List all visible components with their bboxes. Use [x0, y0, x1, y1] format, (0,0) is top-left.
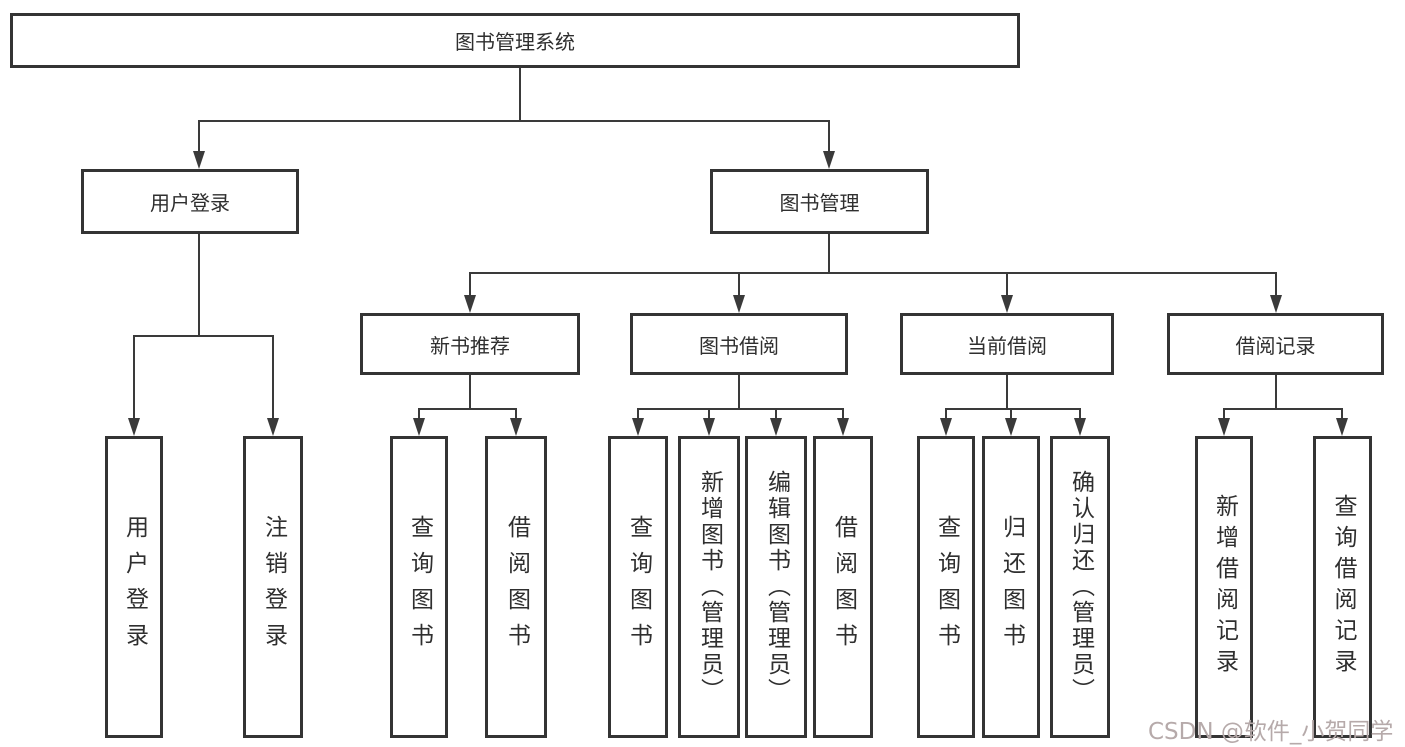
arrowhead-down-icon — [193, 151, 205, 169]
connector-line — [1006, 272, 1008, 297]
connector-line — [418, 408, 517, 410]
connector-line — [842, 408, 844, 420]
arrowhead-down-icon — [510, 418, 522, 436]
arrowhead-down-icon — [1218, 418, 1230, 436]
connector-line — [945, 408, 1080, 410]
arrowhead-down-icon — [464, 295, 476, 313]
arrowhead-down-icon — [823, 151, 835, 169]
connector-line — [1275, 375, 1277, 409]
node-leaf-borrow-books-a: 借阅图书 — [485, 436, 547, 738]
node-book-borrow: 图书借阅 — [630, 313, 848, 375]
arrowhead-down-icon — [1336, 418, 1348, 436]
connector-line — [469, 375, 471, 409]
node-borrow-records: 借阅记录 — [1167, 313, 1384, 375]
connector-line — [1079, 408, 1081, 420]
node-new-book-recommend-label: 新书推荐 — [430, 333, 510, 358]
connector-line — [637, 408, 843, 410]
node-leaf-return-book: 归还图书 — [982, 436, 1040, 738]
arrowhead-down-icon — [837, 418, 849, 436]
node-root-label: 图书管理系统 — [455, 30, 575, 54]
connector-line — [515, 408, 517, 420]
connector-line — [828, 120, 830, 153]
arrowhead-down-icon — [1001, 295, 1013, 313]
arrowhead-down-icon — [1074, 418, 1086, 436]
connector-line — [272, 335, 274, 420]
node-current-borrow-label: 当前借阅 — [967, 333, 1047, 358]
node-current-borrow: 当前借阅 — [900, 313, 1114, 375]
node-leaf-add-borrow-record-label: 新增借阅记录 — [1211, 494, 1238, 680]
connector-line — [198, 234, 200, 336]
node-book-management: 图书管理 — [710, 169, 929, 234]
connector-line — [1010, 408, 1012, 420]
connector-line — [519, 68, 521, 121]
node-borrow-records-label: 借阅记录 — [1235, 333, 1316, 358]
arrowhead-down-icon — [128, 418, 140, 436]
connector-line — [828, 234, 830, 273]
connector-line — [198, 120, 200, 153]
connector-line — [775, 408, 777, 420]
node-leaf-borrow-books-b-label: 借阅图书 — [830, 515, 857, 659]
node-user-login: 用户登录 — [81, 169, 299, 234]
connector-line — [1223, 408, 1342, 410]
connector-line — [637, 408, 639, 420]
arrowhead-down-icon — [770, 418, 782, 436]
connector-line — [133, 335, 135, 420]
node-leaf-confirm-return-admin-label: 确认归还（管理员） — [1067, 470, 1094, 704]
connector-line — [738, 375, 740, 409]
arrowhead-down-icon — [733, 295, 745, 313]
node-leaf-logout: 注销登录 — [243, 436, 303, 738]
arrowhead-down-icon — [632, 418, 644, 436]
node-leaf-user-login: 用户登录 — [105, 436, 163, 738]
node-leaf-query-books-a: 查询图书 — [390, 436, 448, 738]
node-leaf-add-book-admin: 新增图书（管理员） — [678, 436, 740, 738]
node-leaf-query-books-b: 查询图书 — [608, 436, 668, 738]
connector-line — [708, 408, 710, 420]
node-leaf-confirm-return-admin: 确认归还（管理员） — [1050, 436, 1110, 738]
node-new-book-recommend: 新书推荐 — [360, 313, 580, 375]
connector-line — [418, 408, 420, 420]
arrowhead-down-icon — [940, 418, 952, 436]
node-leaf-borrow-books-b: 借阅图书 — [813, 436, 873, 738]
node-leaf-query-borrow-record-label: 查询借阅记录 — [1330, 494, 1356, 680]
node-book-management-label: 图书管理 — [779, 191, 860, 215]
node-root: 图书管理系统 — [10, 13, 1020, 68]
connector-line — [198, 120, 830, 122]
node-leaf-query-borrow-record: 查询借阅记录 — [1313, 436, 1372, 738]
node-leaf-logout-label: 注销登录 — [260, 515, 287, 659]
node-leaf-query-books-b-label: 查询图书 — [625, 515, 652, 659]
watermark: CSDN @软件_小贺同学 — [1148, 719, 1394, 745]
connector-line — [133, 335, 274, 337]
connector-line — [1341, 408, 1343, 420]
node-leaf-user-login-label: 用户登录 — [121, 515, 148, 659]
node-leaf-query-books-c-label: 查询图书 — [933, 515, 960, 659]
arrowhead-down-icon — [267, 418, 279, 436]
node-leaf-add-book-admin-label: 新增图书（管理员） — [696, 470, 723, 704]
node-leaf-add-borrow-record: 新增借阅记录 — [1195, 436, 1253, 738]
connector-line — [945, 408, 947, 420]
arrowhead-down-icon — [1270, 295, 1282, 313]
node-leaf-query-books-a-label: 查询图书 — [406, 515, 433, 659]
connector-line — [469, 272, 471, 297]
connector-line — [1275, 272, 1277, 297]
connector-line — [1223, 408, 1225, 420]
node-user-login-label: 用户登录 — [150, 191, 230, 215]
node-leaf-edit-book-admin-label: 编辑图书（管理员） — [763, 470, 790, 704]
arrowhead-down-icon — [1005, 418, 1017, 436]
node-book-borrow-label: 图书借阅 — [699, 333, 779, 358]
node-leaf-query-books-c: 查询图书 — [917, 436, 975, 738]
node-leaf-edit-book-admin: 编辑图书（管理员） — [745, 436, 807, 738]
connector-line — [1006, 375, 1008, 409]
arrowhead-down-icon — [413, 418, 425, 436]
connector-line — [469, 272, 1277, 274]
arrowhead-down-icon — [703, 418, 715, 436]
node-leaf-return-book-label: 归还图书 — [998, 515, 1025, 659]
connector-line — [738, 272, 740, 297]
node-leaf-borrow-books-a-label: 借阅图书 — [503, 515, 530, 659]
